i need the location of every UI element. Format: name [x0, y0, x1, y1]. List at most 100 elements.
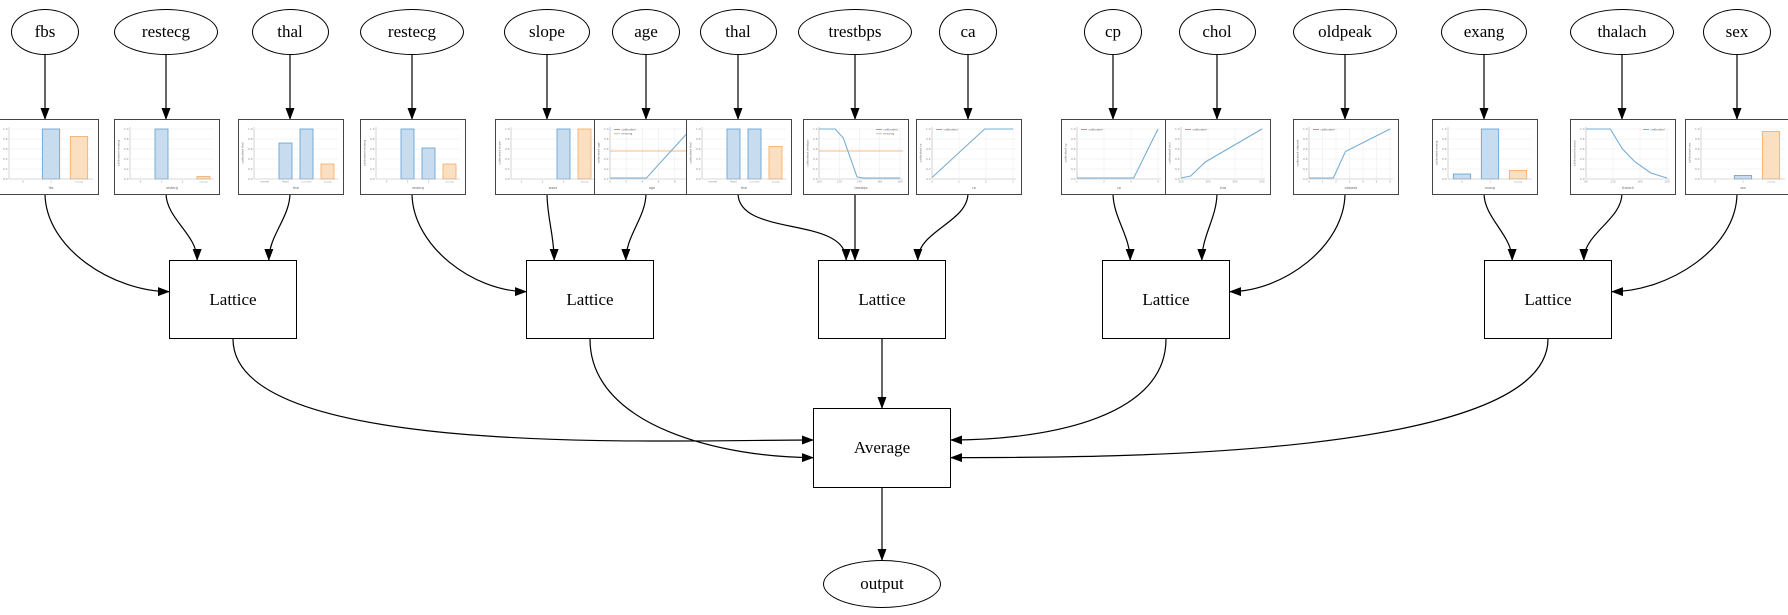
lattice-node-5-label: Lattice [1524, 289, 1572, 309]
svg-text:2: 2 [182, 180, 184, 184]
svg-text:0.2: 0.2 [1580, 167, 1585, 171]
svg-text:0.4: 0.4 [248, 157, 253, 161]
svg-text:1.0: 1.0 [1303, 127, 1308, 131]
svg-text:0.4: 0.4 [1071, 157, 1076, 161]
svg-text:120: 120 [1611, 180, 1616, 184]
svg-text:1: 1 [1076, 180, 1078, 184]
svg-text:0.0: 0.0 [696, 177, 701, 181]
svg-text:0.2: 0.2 [1175, 167, 1180, 171]
calibrator-chart-age-5: 0.00.20.40.60.81.00246810calibratedmissi… [594, 119, 700, 195]
svg-text:ca: ca [972, 186, 976, 190]
svg-text:6: 6 [658, 180, 660, 184]
svg-text:4: 4 [1157, 180, 1159, 184]
edge-l1-avg [589, 338, 814, 463]
svg-text:1.0: 1.0 [813, 127, 818, 131]
svg-text:3: 3 [1012, 180, 1014, 184]
svg-text:0.4: 0.4 [370, 157, 375, 161]
svg-text:4: 4 [642, 180, 644, 184]
svg-text:calibrated thal: calibrated thal [689, 142, 693, 163]
svg-text:reversible: reversible [749, 181, 760, 184]
svg-text:calibrated cp: calibrated cp [1064, 143, 1068, 162]
feature-node-fbs-0-label: fbs [34, 22, 56, 41]
edge-l0-avg [232, 338, 814, 445]
svg-text:0: 0 [1308, 180, 1310, 184]
svg-text:3: 3 [563, 180, 565, 184]
edge-l3-avg [950, 338, 1167, 445]
feature-node-fbs-0: fbs [11, 9, 79, 55]
svg-text:0.8: 0.8 [1580, 137, 1585, 141]
svg-text:calibrated: calibrated [884, 128, 898, 132]
feature-node-thal-6: thal [699, 9, 777, 55]
feature-node-thal-2-label: thal [277, 22, 303, 41]
edge-c2-l0 [264, 192, 291, 261]
feature-node-sex-14-label: sex [1725, 22, 1749, 41]
svg-text:1.0: 1.0 [1580, 127, 1585, 131]
svg-text:reversible: reversible [301, 181, 312, 184]
svg-text:300: 300 [1206, 180, 1211, 184]
svg-text:restecg: restecg [412, 186, 424, 190]
svg-text:0.8: 0.8 [604, 137, 609, 141]
svg-text:0.2: 0.2 [505, 167, 510, 171]
svg-text:0.8: 0.8 [3, 137, 8, 141]
svg-text:500: 500 [1260, 180, 1265, 184]
feature-node-exang-12: exang [1441, 9, 1527, 55]
svg-text:0.6: 0.6 [1695, 147, 1700, 151]
edge-c9-l3 [1112, 192, 1135, 261]
svg-text:0: 0 [609, 180, 611, 184]
svg-text:calibrated restecg: calibrated restecg [117, 140, 121, 166]
svg-text:1.0: 1.0 [505, 127, 510, 131]
svg-text:0.4: 0.4 [604, 157, 609, 161]
svg-text:5: 5 [1376, 180, 1378, 184]
svg-text:1: 1 [50, 180, 52, 184]
svg-text:0.8: 0.8 [696, 137, 701, 141]
svg-text:1.0: 1.0 [248, 127, 253, 131]
svg-text:1: 1 [521, 180, 523, 184]
svg-text:0.2: 0.2 [3, 167, 8, 171]
svg-text:0.0: 0.0 [813, 177, 818, 181]
svg-text:1.0: 1.0 [3, 127, 8, 131]
svg-text:180: 180 [898, 180, 903, 184]
svg-text:0.8: 0.8 [248, 137, 253, 141]
svg-text:fixed: fixed [730, 180, 737, 184]
svg-text:1: 1 [161, 180, 163, 184]
svg-text:0.6: 0.6 [505, 147, 510, 151]
feature-node-cp-9: cp [1084, 9, 1142, 55]
svg-text:slope: slope [549, 186, 558, 190]
svg-text:cp: cp [1117, 186, 1121, 190]
svg-text:chol: chol [1220, 186, 1227, 190]
svg-text:0.4: 0.4 [813, 157, 818, 161]
average-node-label: Average [853, 438, 911, 457]
svg-text:1: 1 [1322, 180, 1324, 184]
svg-text:0: 0 [140, 180, 142, 184]
svg-text:1: 1 [1489, 180, 1491, 184]
output-node-label: output [860, 574, 904, 593]
lattice-node-3-label: Lattice [858, 289, 906, 309]
svg-text:0.8: 0.8 [124, 137, 129, 141]
lattice-node-4: Lattice [1102, 260, 1230, 339]
edge-c12-l4 [1483, 192, 1517, 261]
svg-text:calibrated: calibrated [1089, 128, 1103, 132]
svg-text:80: 80 [1584, 180, 1588, 184]
svg-text:0.4: 0.4 [1580, 157, 1585, 161]
svg-text:missing: missing [200, 182, 209, 184]
svg-text:0.8: 0.8 [505, 137, 510, 141]
svg-text:missing: missing [75, 182, 84, 184]
feature-node-sex-14: sex [1703, 9, 1771, 55]
svg-text:0.2: 0.2 [124, 167, 129, 171]
svg-text:missing: missing [884, 132, 895, 136]
svg-text:sex: sex [1740, 186, 1746, 190]
svg-text:0.6: 0.6 [1580, 147, 1585, 151]
edge-c3-l1 [411, 192, 527, 297]
svg-text:2: 2 [985, 180, 987, 184]
svg-text:missing: missing [622, 132, 633, 136]
svg-text:calibrated oldpeak: calibrated oldpeak [1296, 139, 1300, 166]
svg-text:0.4: 0.4 [1695, 157, 1700, 161]
svg-text:0.0: 0.0 [370, 177, 375, 181]
svg-text:0.6: 0.6 [3, 147, 8, 151]
lattice-node-2: Lattice [526, 260, 654, 339]
